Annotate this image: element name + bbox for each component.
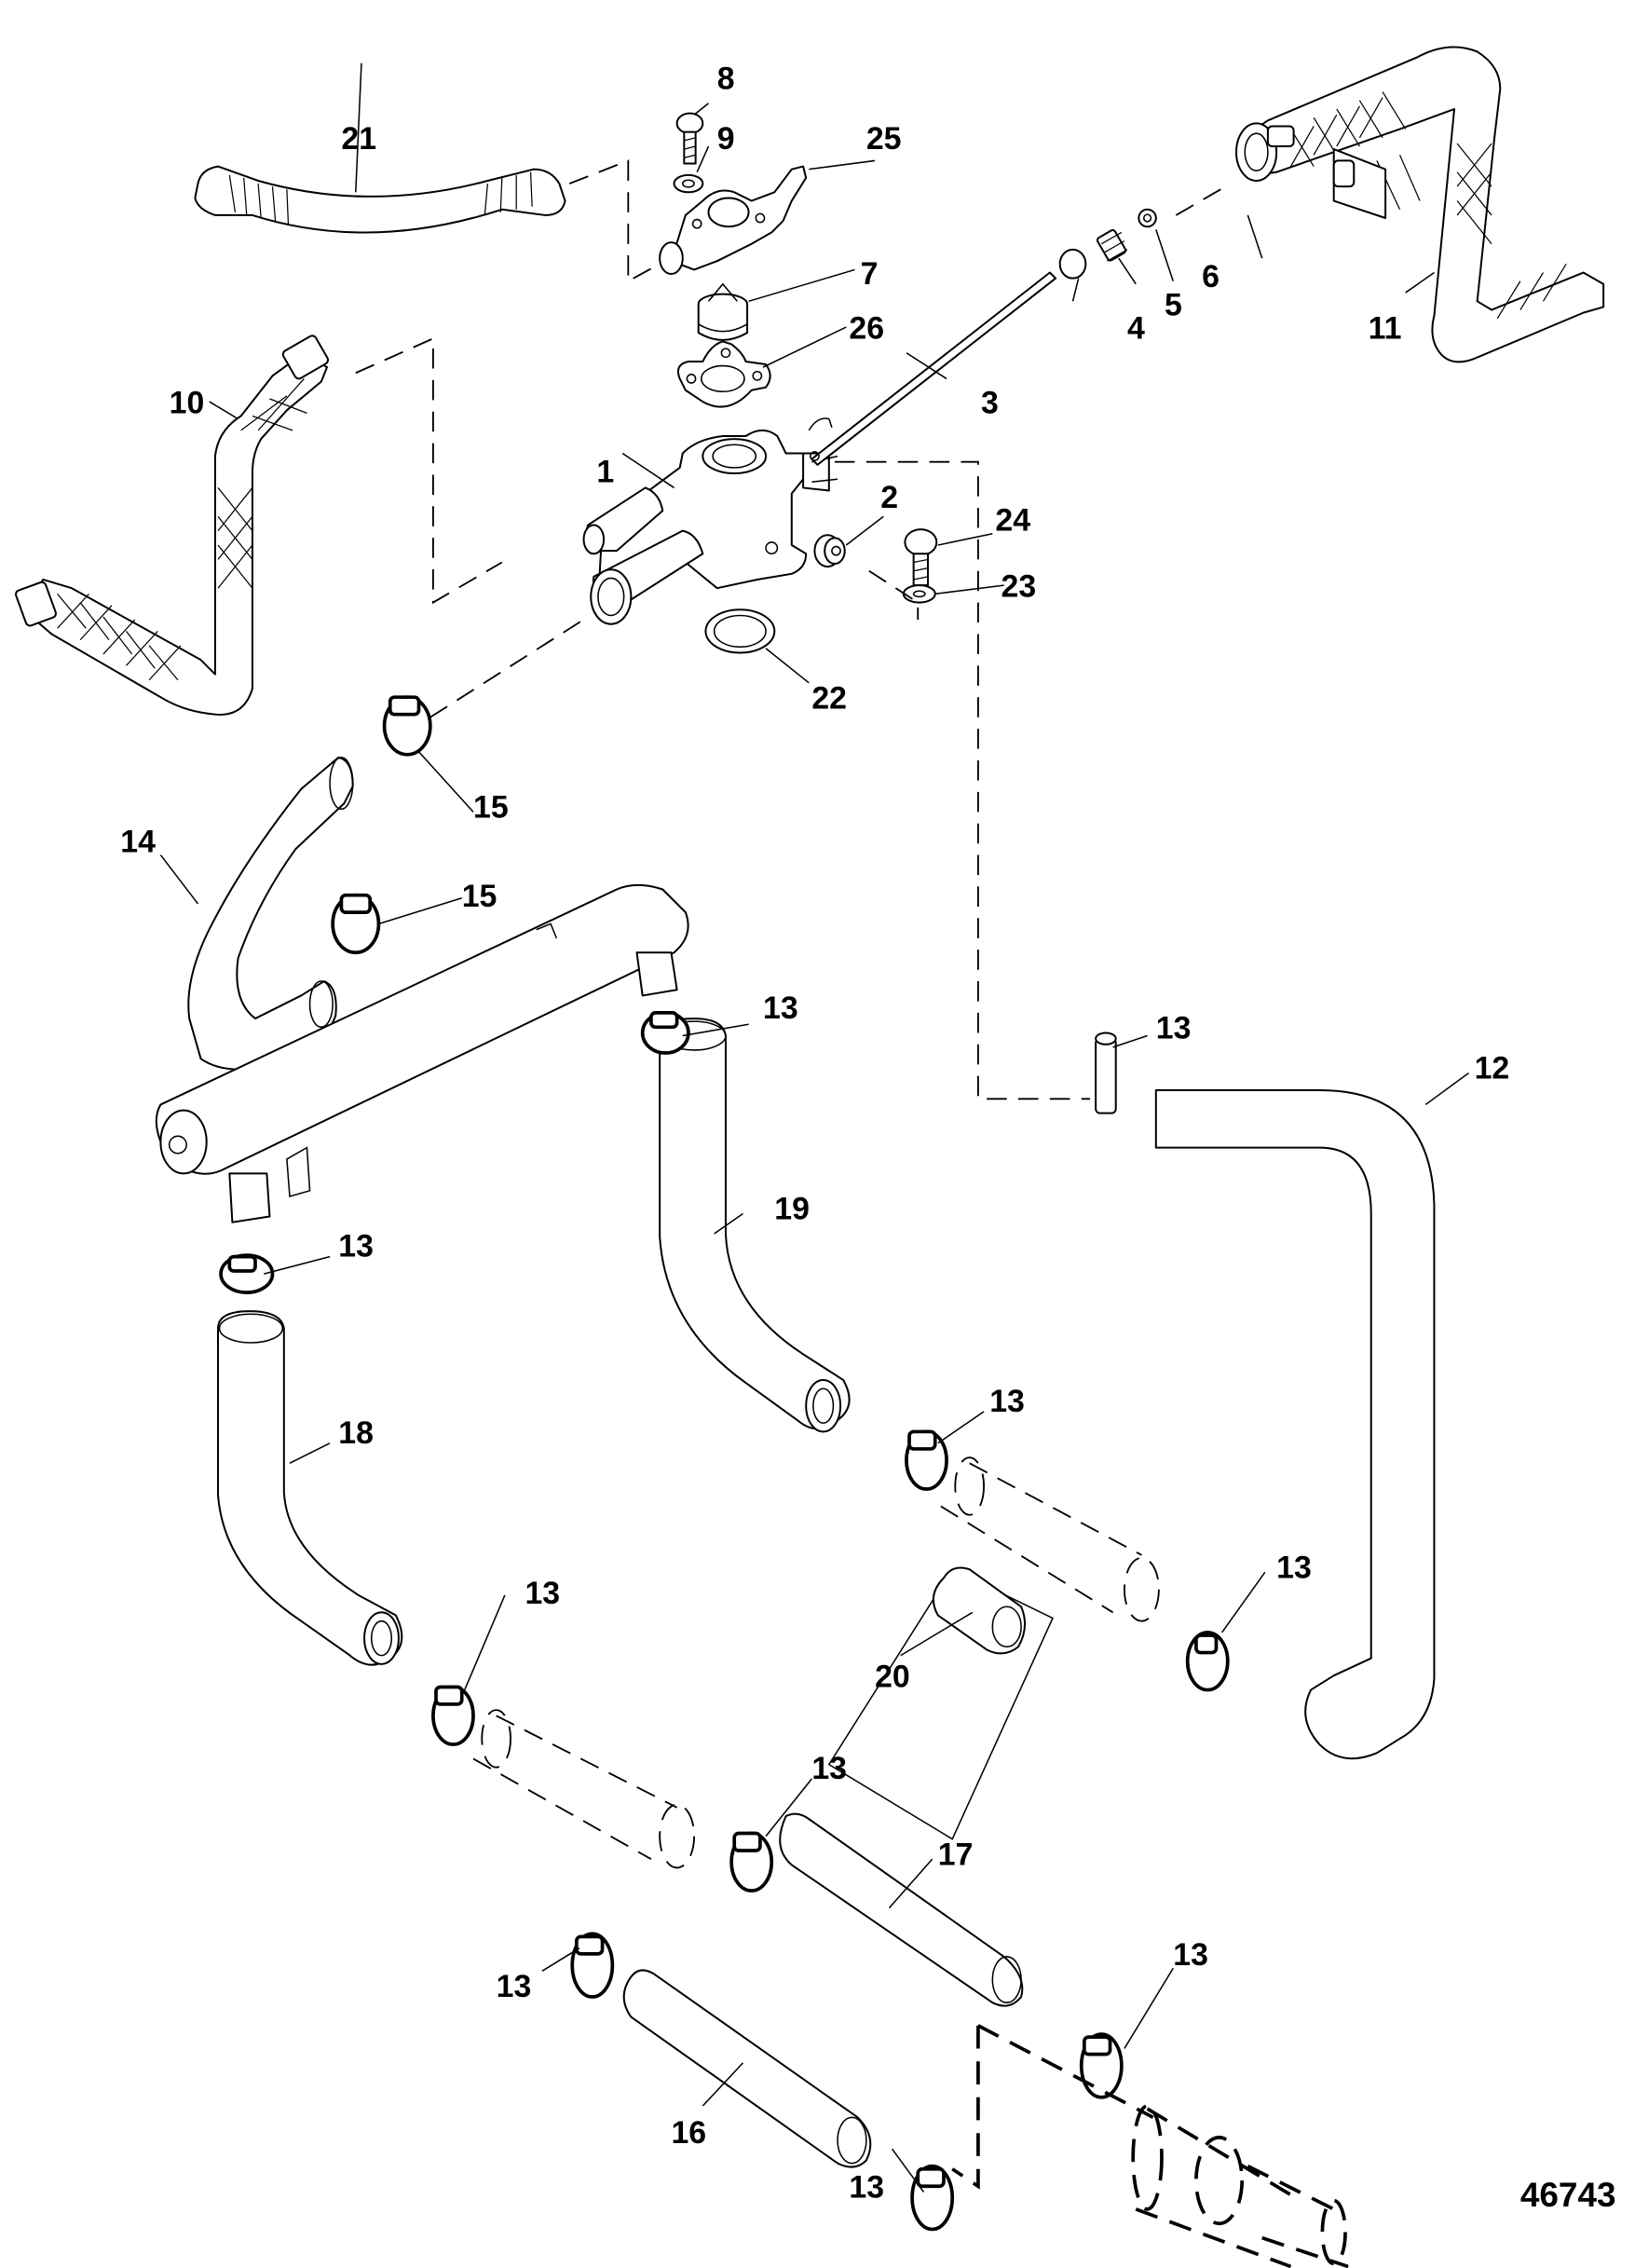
callout-25: 25 bbox=[866, 121, 902, 157]
part-15-hose-clamp-upper bbox=[382, 695, 432, 757]
callout-13-vertical-fitting: 13 bbox=[1156, 1011, 1192, 1046]
callout-24: 24 bbox=[995, 503, 1030, 539]
part-13-hose-clamp-hose-16-bottom bbox=[910, 2164, 955, 2232]
callout-26: 26 bbox=[849, 310, 884, 346]
callout-9: 9 bbox=[717, 121, 735, 157]
callout-13-lower-coupler-left: 13 bbox=[525, 1576, 560, 1611]
callout-13-hose-16-top: 13 bbox=[497, 1969, 532, 2004]
callout-11: 11 bbox=[1369, 310, 1402, 346]
part-13-hose-fitting-vertical bbox=[1095, 1032, 1117, 1114]
part-13-hose-clamp-upper-coupler-left bbox=[905, 1429, 948, 1491]
callout-14: 14 bbox=[120, 824, 156, 859]
callout-15-lower: 15 bbox=[462, 879, 497, 914]
callout-13-hose-16-bottom: 13 bbox=[849, 2170, 884, 2206]
part-26-gasket bbox=[676, 340, 771, 408]
part-9-washer bbox=[673, 173, 704, 194]
part-23-washer bbox=[902, 584, 936, 604]
part-13-hose-clamp-manifold-right bbox=[640, 1011, 690, 1055]
callout-6: 6 bbox=[1202, 259, 1219, 294]
part-10-hose bbox=[15, 335, 330, 716]
callout-13-manifold-right: 13 bbox=[763, 991, 798, 1026]
part-7-thermostat bbox=[697, 282, 749, 341]
part-6-fitting bbox=[1138, 208, 1157, 228]
part-3-rod bbox=[810, 271, 1057, 466]
part-13-hose-clamp-upper-coupler-right bbox=[1185, 1631, 1230, 1692]
part-21-hose bbox=[194, 165, 566, 234]
callout-3: 3 bbox=[981, 385, 999, 420]
assembly-lines bbox=[355, 159, 1232, 1100]
part-11-hose bbox=[1235, 46, 1605, 363]
part-5-spring bbox=[1096, 228, 1128, 262]
part-24-screw bbox=[904, 528, 938, 587]
part-1-thermostat-housing bbox=[582, 417, 838, 625]
callout-23: 23 bbox=[1001, 568, 1037, 604]
part-4-ball bbox=[1058, 248, 1087, 280]
callout-21: 21 bbox=[341, 121, 376, 157]
callout-15-upper: 15 bbox=[473, 790, 509, 826]
part-16-hose bbox=[622, 1969, 872, 2168]
callout-4: 4 bbox=[1127, 310, 1145, 346]
phantom-coupler-upper bbox=[940, 1456, 1160, 1622]
manifold bbox=[155, 883, 689, 1223]
callout-7: 7 bbox=[861, 256, 879, 292]
part-12-hose bbox=[1154, 1089, 1436, 1760]
part-17-hose bbox=[779, 1812, 1024, 2007]
part-14-hose bbox=[187, 756, 354, 1071]
part-13-hose-clamp-lower-coupler-right bbox=[729, 1831, 774, 1892]
callout-12: 12 bbox=[1475, 1051, 1510, 1086]
callout-10: 10 bbox=[170, 385, 205, 420]
part-13-hose-clamp-lower-coupler-left bbox=[431, 1685, 475, 1746]
callout-22: 22 bbox=[811, 681, 847, 717]
callout-13-pump: 13 bbox=[1173, 1937, 1208, 1973]
part-25-thermostat-cover bbox=[659, 165, 808, 276]
callout-17: 17 bbox=[938, 1837, 974, 1872]
callout-5: 5 bbox=[1165, 288, 1182, 323]
leader-lines bbox=[159, 62, 1469, 2193]
part-22-seal bbox=[704, 608, 776, 654]
part-8-screw bbox=[675, 112, 704, 165]
callout-13-lower-coupler-right: 13 bbox=[811, 1751, 847, 1786]
callout-1: 1 bbox=[596, 454, 614, 489]
part-19-hose bbox=[659, 1018, 851, 1433]
callout-20: 20 bbox=[875, 1659, 910, 1694]
part-15-hose-clamp-lower bbox=[331, 893, 381, 955]
figure-id: 46743 bbox=[1520, 2176, 1616, 2214]
phantom-coupler-lower bbox=[472, 1709, 696, 1869]
callout-13-upper-coupler-right: 13 bbox=[1276, 1550, 1312, 1585]
part-13-hose-clamp-hose-16-top bbox=[570, 1932, 615, 1999]
callout-8: 8 bbox=[717, 61, 735, 96]
part-2-plug bbox=[813, 534, 846, 568]
callout-18: 18 bbox=[338, 1415, 374, 1451]
callout-13-manifold-left: 13 bbox=[338, 1229, 374, 1264]
callout-16: 16 bbox=[671, 2115, 706, 2151]
callout-2: 2 bbox=[880, 480, 898, 515]
callouts: 8 9 25 7 26 3 4 5 6 11 21 10 1 2 24 23 2… bbox=[120, 61, 1615, 2213]
part-20-coupler bbox=[827, 1566, 1054, 1840]
callout-19: 19 bbox=[774, 1192, 810, 1227]
seawater-pump-phantom bbox=[951, 2024, 1349, 2268]
part-18-hose bbox=[216, 1310, 403, 1666]
part-13-hose-clamp-pump bbox=[1079, 2032, 1124, 2099]
callout-13-upper-coupler-left: 13 bbox=[989, 1384, 1025, 1419]
part-13-hose-clamp-manifold-left bbox=[219, 1253, 275, 1294]
